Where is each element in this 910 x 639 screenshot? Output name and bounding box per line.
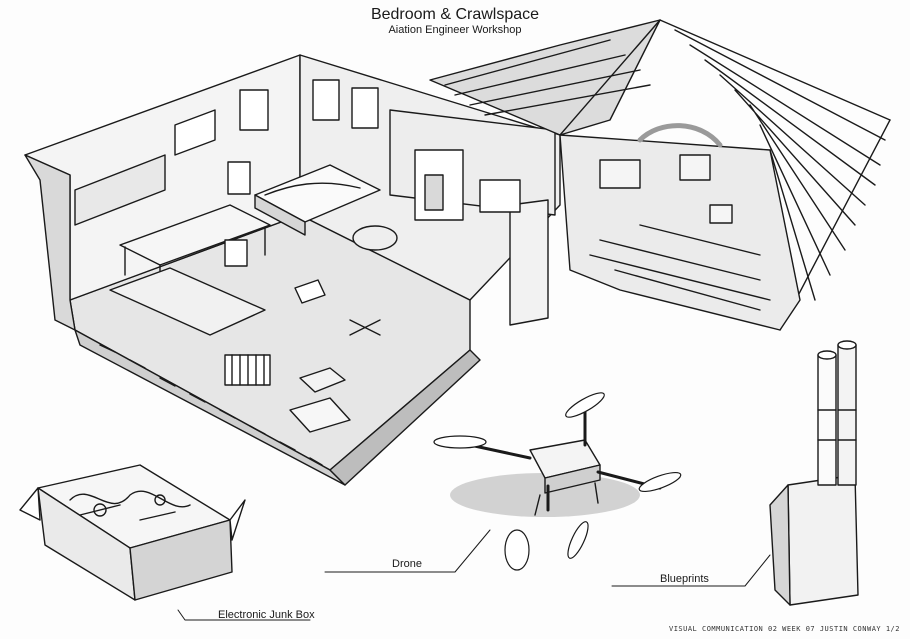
junk-box-drawing xyxy=(19,464,246,601)
label-blueprints: Blueprints xyxy=(660,573,709,585)
page-subtitle: Aiation Engineer Workshop xyxy=(388,24,522,36)
label-leaders xyxy=(177,529,771,621)
bedroom-cutaway xyxy=(24,54,561,486)
label-junk-box: Electronic Junk Box xyxy=(218,609,315,621)
page-title: Bedroom & Crawlspace xyxy=(370,6,540,23)
crawlspace-cutaway xyxy=(429,19,891,331)
artist-credit: VISUAL COMMUNICATION 02 WEEK 07 JUSTIN C… xyxy=(668,625,900,633)
drone-drawing xyxy=(433,392,682,571)
blueprints-drawing xyxy=(769,340,859,606)
label-drone: Drone xyxy=(392,558,422,570)
